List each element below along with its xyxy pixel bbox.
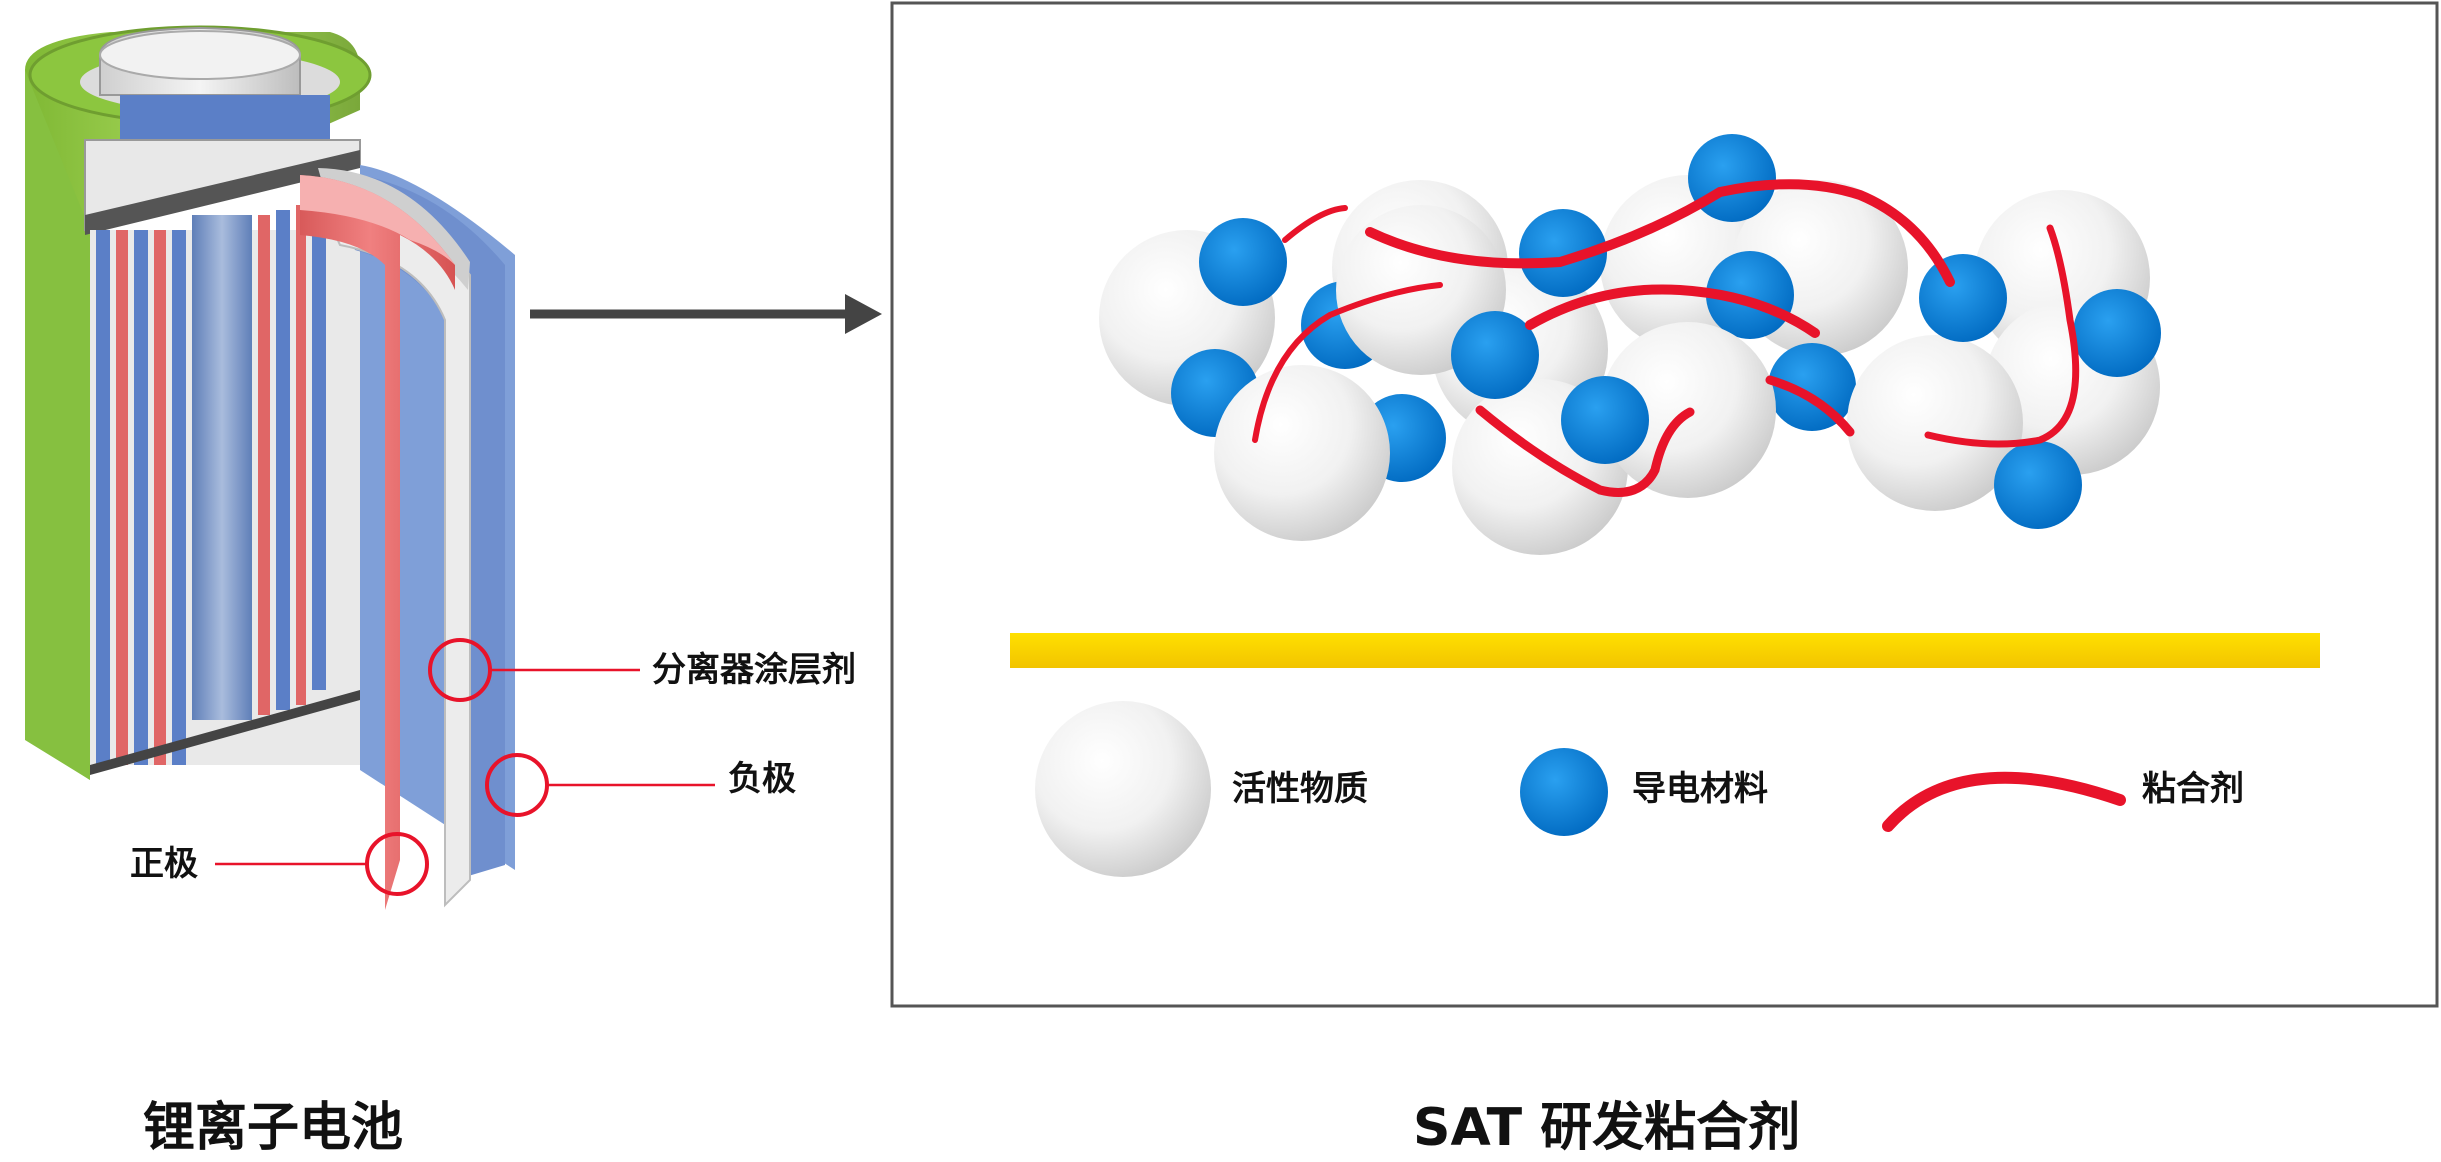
legend-conductive-material-label: 导电材料: [1632, 769, 1768, 809]
legend-binder-label: 粘合剂: [2142, 769, 2244, 809]
current-collector-foil: [1010, 633, 2320, 668]
legend: 活性物质 导电材料 粘合剂: [1035, 701, 2244, 877]
legend-active-material-label: 活性物质: [1232, 769, 1368, 809]
callout-separator: 分离器涂层剂: [428, 638, 856, 702]
callout-negative: 负极: [485, 753, 796, 817]
battery-cap-top: [99, 30, 301, 80]
binder-strand: [1365, 179, 1955, 287]
lithium-ion-battery-illustration: [25, 25, 515, 910]
particle-cluster: [1099, 134, 2161, 555]
conductive-material-dot: [1688, 134, 1776, 222]
zoom-arrow: [530, 294, 882, 334]
conductive-material-dot: [1561, 376, 1649, 464]
conductive-material-dot: [2073, 289, 2161, 377]
legend-conductive-material-icon: [1520, 748, 1608, 836]
active-material-sphere: [1214, 365, 1390, 541]
binder-caption: SAT 研发粘合剂: [1413, 1098, 1800, 1158]
conductive-material-dot: [1451, 311, 1539, 399]
positive-electrode-label: 正极: [130, 844, 198, 884]
battery-can-outer-shell: [25, 70, 90, 780]
binder-strand: [1475, 405, 1695, 497]
binder-strand: [1525, 284, 1820, 338]
binder-strands: [1252, 179, 2080, 497]
battery-caption: 锂离子电池: [143, 1098, 403, 1158]
binder-strand: [1252, 282, 1443, 443]
conductive-material-dot: [1199, 218, 1287, 306]
active-material-sphere: [1847, 335, 2023, 511]
jelly-roll-cross-section: [90, 200, 360, 775]
separator-coating-label: 分离器涂层剂: [652, 650, 856, 690]
conductive-material-dot: [1919, 254, 2007, 342]
negative-electrode-label: 负极: [728, 759, 796, 799]
legend-binder-icon: [1882, 771, 2126, 832]
legend-active-material-icon: [1035, 701, 1211, 877]
conductive-material-dot: [1519, 209, 1607, 297]
binder-strand: [1924, 224, 2080, 448]
callout-positive: 正极: [130, 832, 429, 896]
conductive-material-dot: [1768, 343, 1856, 431]
battery-core: [192, 215, 252, 720]
conductive-material-dot: [1706, 251, 1794, 339]
conductive-material-dot: [1994, 441, 2082, 529]
arrow-head: [845, 294, 882, 334]
binder-strand: [1282, 205, 1348, 243]
battery-header-shadow: [85, 150, 360, 235]
cathode-highlight: [300, 175, 455, 265]
binder-strand: [1765, 375, 1855, 437]
